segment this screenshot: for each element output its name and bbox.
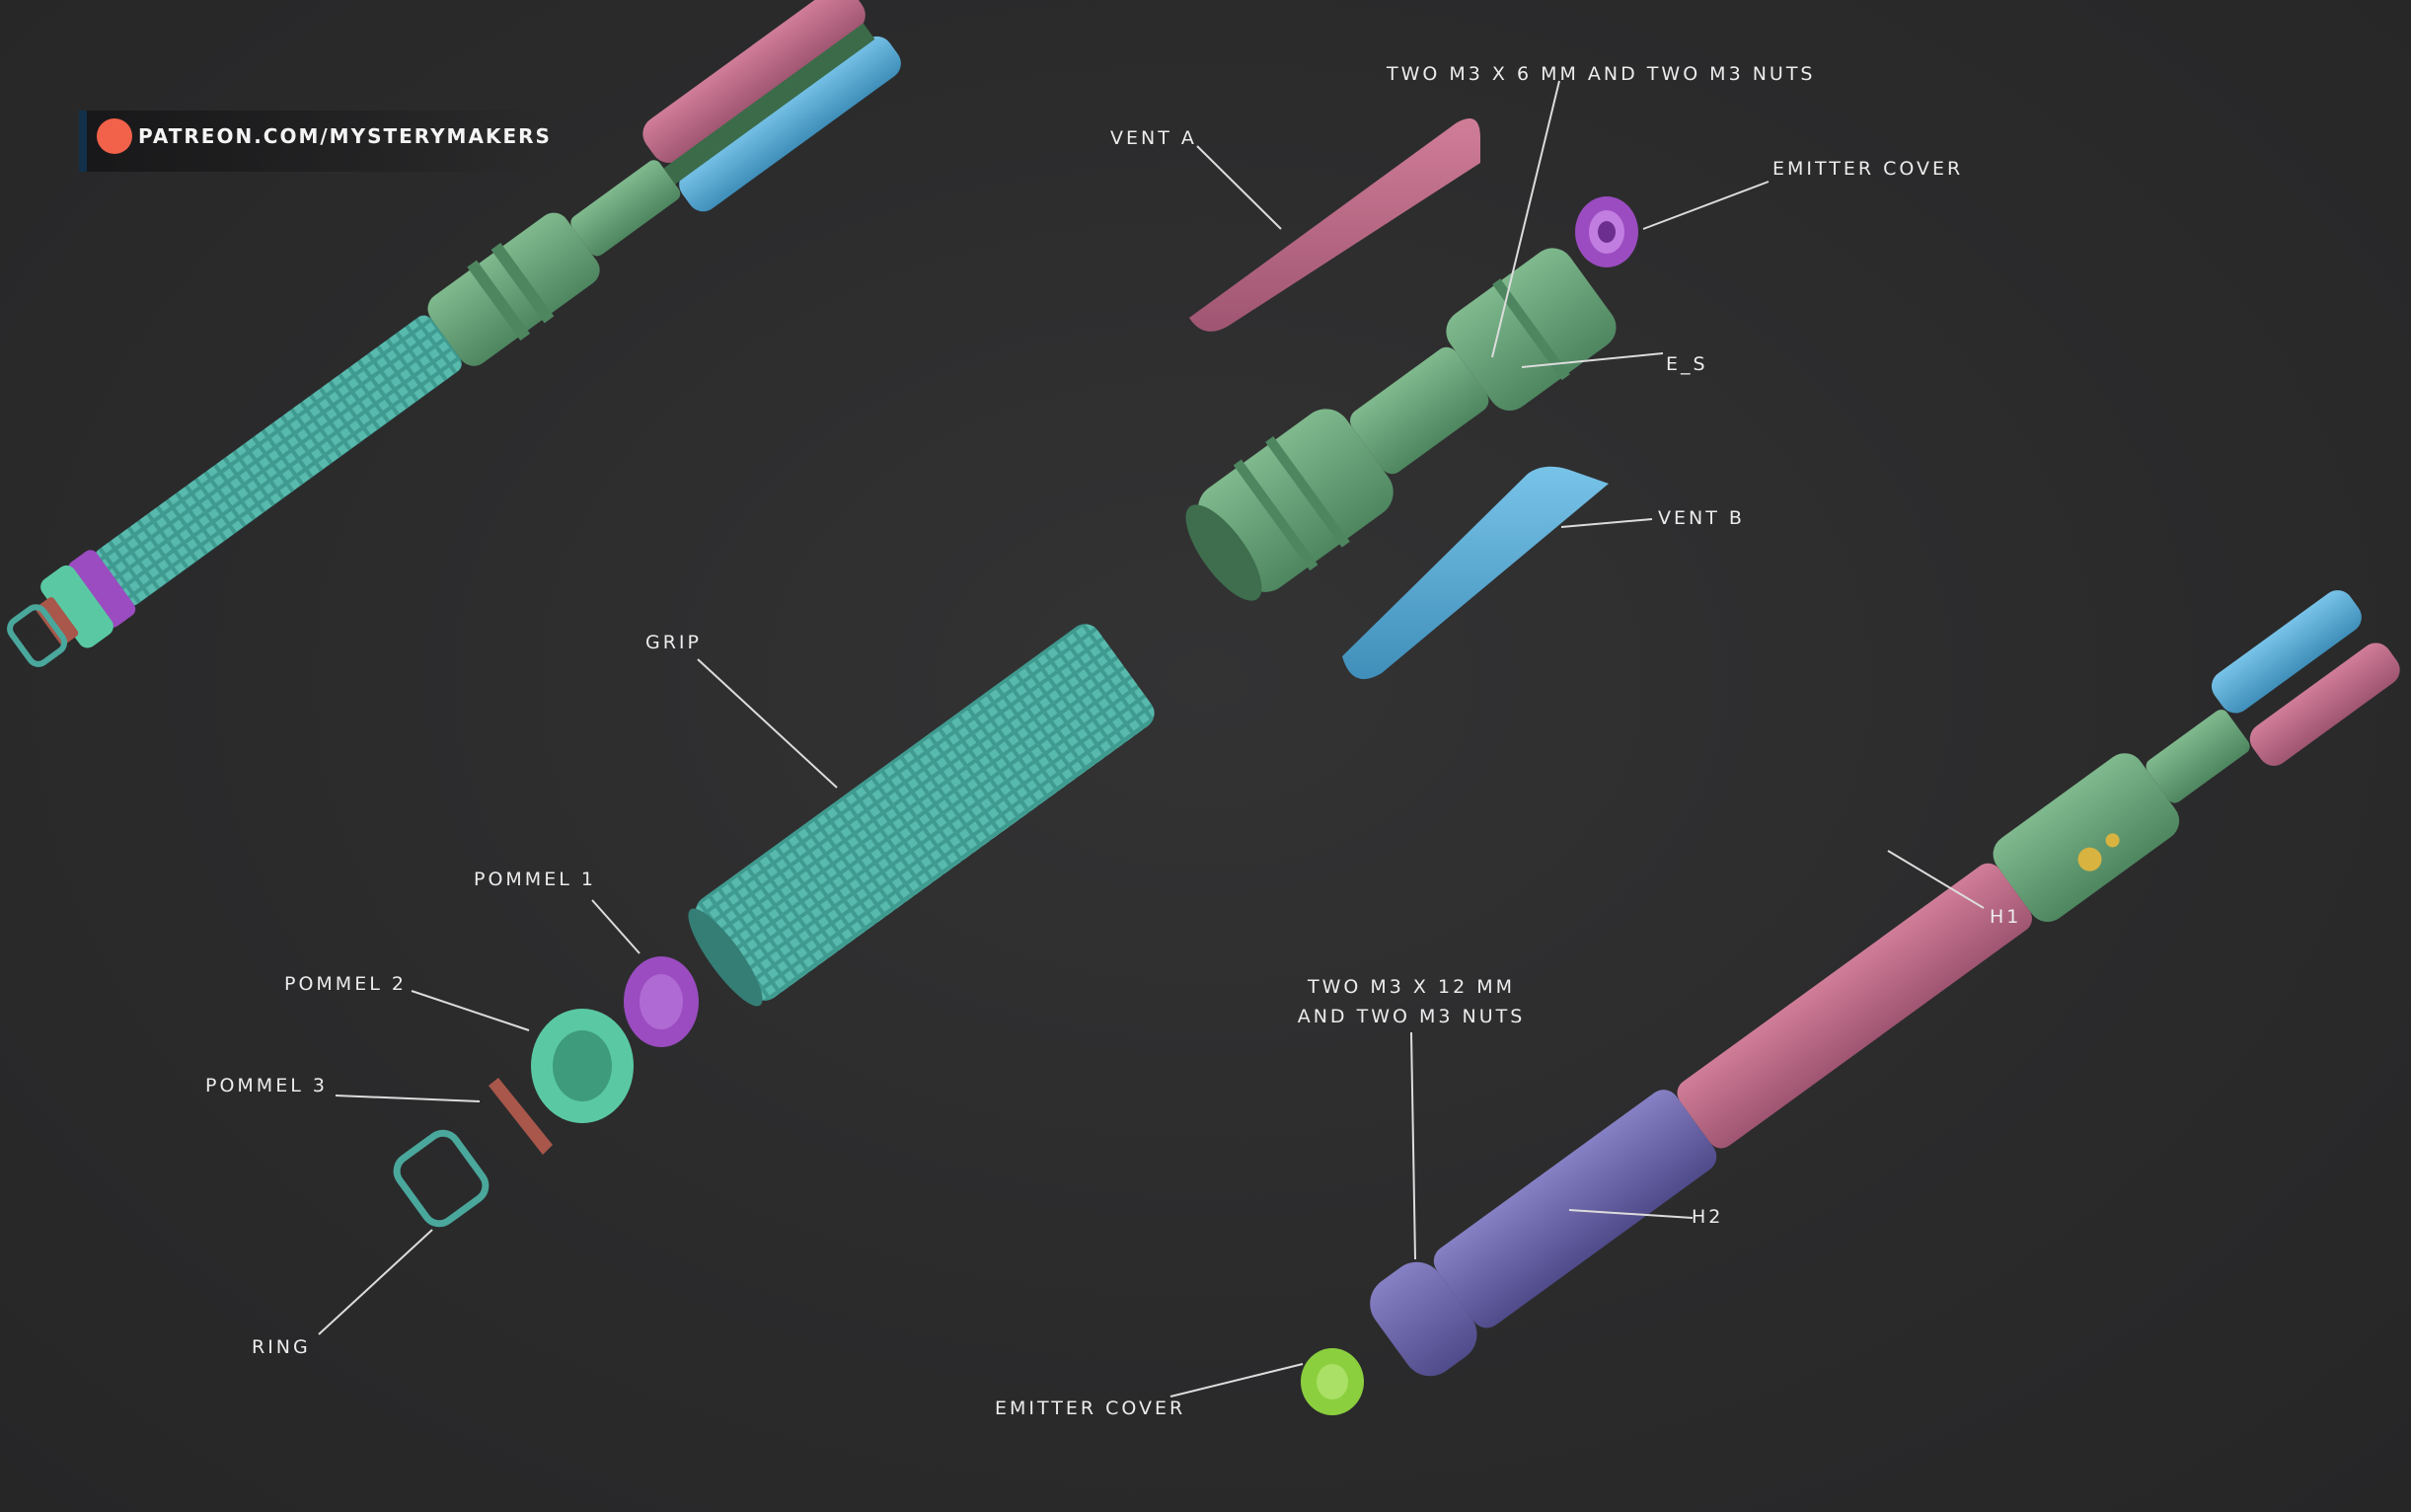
label-emitter-cover-bottom: emitter cover [995,1398,1186,1419]
leader-emitter-cover-bottom [1169,1363,1304,1398]
grip-part [688,624,1155,1007]
patreon-logo-icon [97,118,132,154]
label-e-s: E_S [1666,353,1708,375]
label-pommel-3: pommel 3 [205,1075,328,1096]
leader-lines [318,80,1985,1398]
leader-grip [697,658,838,789]
pommel-2-part [531,1009,634,1123]
label-h2: H2 [1692,1206,1724,1228]
leader-pommel-2 [411,990,530,1031]
label-screws-bottom: two M3 x 12 mm and two M3 nuts [1263,972,1559,1031]
label-pommel-1: pommel 1 [474,869,596,890]
leader-pommel-3 [335,1095,481,1102]
assembled-saber-right [1370,590,2400,1377]
patreon-url: patreon.com/mysterymakers [138,124,552,148]
label-pommel-2: pommel 2 [284,973,407,995]
label-vent-b: Vent B [1658,507,1745,529]
leader-e-s [1521,352,1664,368]
leader-emitter-cover-top [1642,181,1770,230]
patreon-badge: patreon.com/mysterymakers [79,111,553,172]
label-h1: H1 [1990,906,2022,928]
leader-screws-bottom [1410,1031,1416,1260]
label-vent-a: Vent A [1110,127,1197,149]
label-emitter-cover-top: emitter cover [1772,158,1964,180]
label-screws-top: two M3 x 6 mm and two M3 nuts [1387,63,1816,85]
label-screws-bottom-line2: and two M3 nuts [1297,1006,1526,1027]
pommel-3-part [489,1078,553,1155]
ring-part [393,1129,490,1228]
assembled-saber-left [7,0,901,667]
vent-a-part [1189,118,1480,332]
leader-pommel-1 [591,899,640,954]
label-ring: ring [252,1336,311,1358]
emitter-cover-top-part [1575,196,1638,267]
vent-b-part [1342,466,1609,680]
e-s-part [1185,248,1617,601]
leader-vent-a [1196,145,1282,230]
label-screws-bottom-line1: two M3 x 12 mm [1308,976,1515,998]
leader-h1 [1887,850,1985,909]
leader-ring [318,1229,433,1335]
leader-h2 [1568,1209,1694,1219]
leader-vent-b [1560,518,1653,528]
leader-screws-top [1491,80,1560,358]
pommel-1-part [624,956,699,1047]
badge-accent-bar [79,111,87,172]
emitter-cover-bottom-part [1301,1348,1364,1415]
label-grip: grip [645,632,702,653]
